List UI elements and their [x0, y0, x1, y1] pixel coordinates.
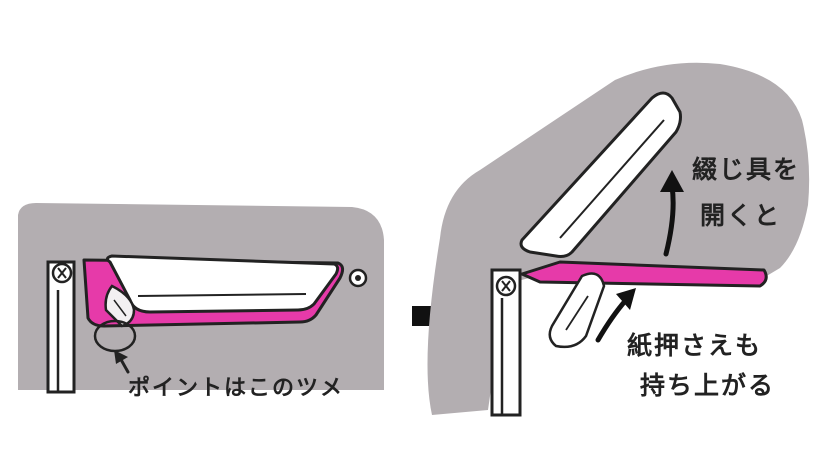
- screw-icon: [495, 275, 517, 297]
- opened-binder-view: [427, 62, 810, 417]
- screw-icon: [51, 262, 73, 284]
- binder-lid-closed: [105, 254, 340, 314]
- paper-holder-label-line2: 持ち上がる: [640, 371, 776, 400]
- up-arrow-icon: [660, 170, 684, 257]
- claw-point-label: ポイントはこのツメ: [128, 376, 345, 401]
- paper-holder-label-line1: 紙押さえも: [627, 331, 763, 360]
- claw-tab-lifted: [548, 272, 606, 349]
- claw-tab: [104, 284, 136, 328]
- closed-binder-view: [18, 203, 384, 394]
- binder-post-left: [46, 260, 76, 394]
- binder-cover-right: [427, 62, 810, 415]
- open-binder-label-line1: 綴じ具を: [692, 155, 801, 184]
- open-binder-label-line2: 開くと: [700, 201, 782, 230]
- lift-arrow-icon: [595, 288, 636, 343]
- pointer-arrow-icon: [114, 350, 130, 374]
- binder-lid-opened: [519, 91, 682, 258]
